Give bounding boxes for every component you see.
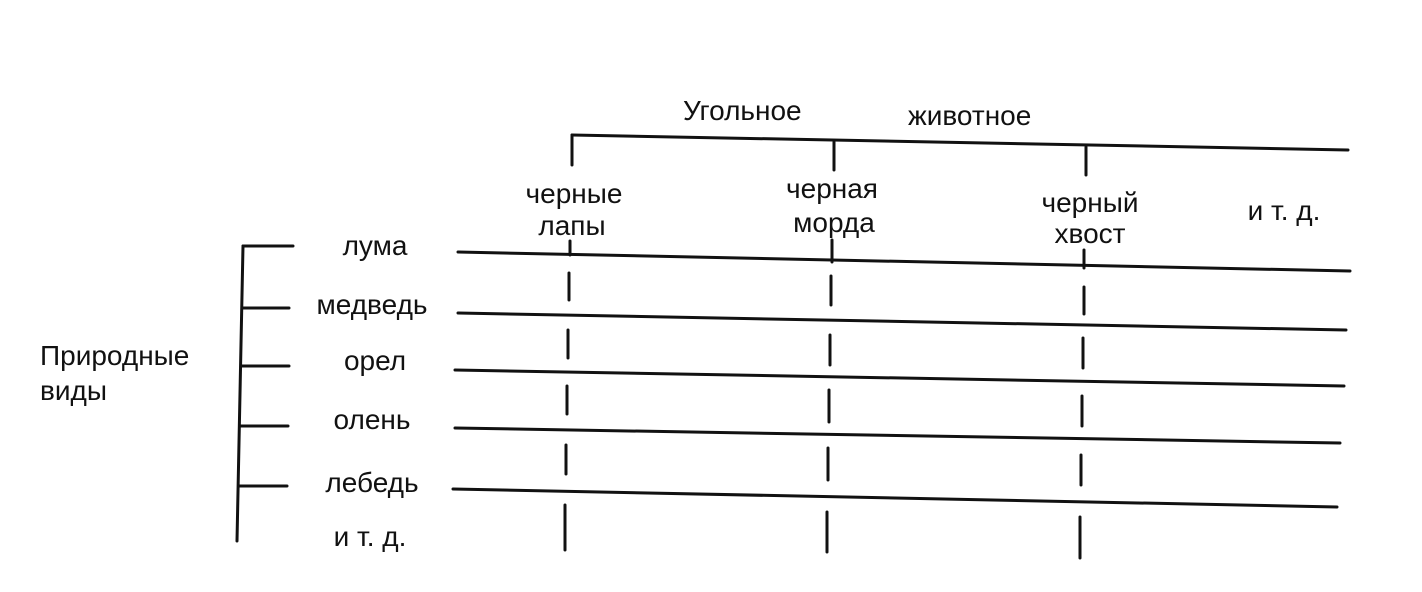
top-bracket-line bbox=[570, 133, 1350, 152]
feature-1-line1: черные bbox=[526, 178, 623, 209]
species-4-label: олень bbox=[334, 404, 411, 435]
species-2-label: медведь bbox=[317, 289, 428, 320]
left-group-label-line2: виды bbox=[40, 375, 107, 406]
species-5-label: лебедь bbox=[325, 467, 418, 498]
feature-1-line2: лапы bbox=[538, 210, 605, 241]
row-line-4 bbox=[453, 426, 1342, 445]
left-bracket-line bbox=[235, 244, 245, 543]
left-group-label-line1: Природные bbox=[40, 340, 189, 371]
row-line-2 bbox=[456, 311, 1348, 332]
top-group-label-part2: животное bbox=[908, 100, 1031, 131]
species-1-label: лума bbox=[343, 230, 408, 261]
row-line-5 bbox=[451, 487, 1339, 509]
feature-2-line1: черная bbox=[786, 173, 878, 204]
feature-3-line1: черный bbox=[1042, 187, 1139, 218]
feature-3-line2: хвост bbox=[1055, 218, 1126, 249]
row-line-1 bbox=[456, 250, 1352, 273]
row-line-3 bbox=[453, 368, 1346, 388]
feature-2-line2: морда bbox=[793, 207, 875, 238]
species-etc-label: и т. д. bbox=[334, 521, 407, 552]
species-3-label: орел bbox=[344, 345, 406, 376]
top-group-label-part1: Угольное bbox=[683, 95, 802, 126]
features-etc: и т. д. bbox=[1248, 195, 1321, 226]
